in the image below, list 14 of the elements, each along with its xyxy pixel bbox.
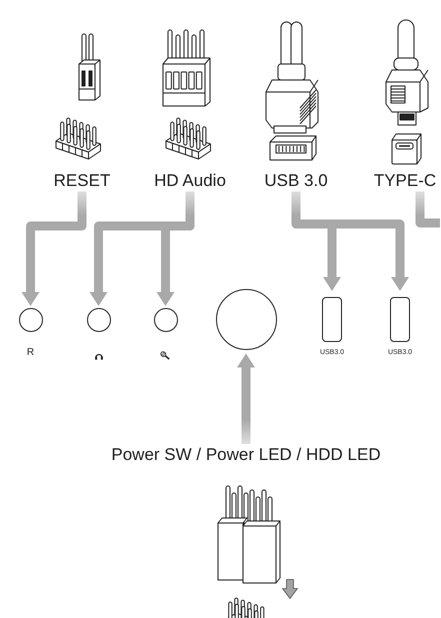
connector-line [416,192,440,228]
usb-port-slot [322,297,342,342]
connector-label: USB 3.0 [264,171,328,191]
arrow [22,192,86,306]
arrow [237,354,255,444]
connector-label: RESET [54,171,110,191]
port-circle [86,308,110,332]
port-label: R [26,347,34,358]
usb-port-slot [390,297,410,342]
connector-label: HD Audio [154,171,226,191]
port-circle [154,308,178,332]
connector-label: Power SW / Power LED / HDD LED [111,445,381,465]
connector-label: TYPE-C [374,171,436,191]
port-circle [18,308,42,332]
